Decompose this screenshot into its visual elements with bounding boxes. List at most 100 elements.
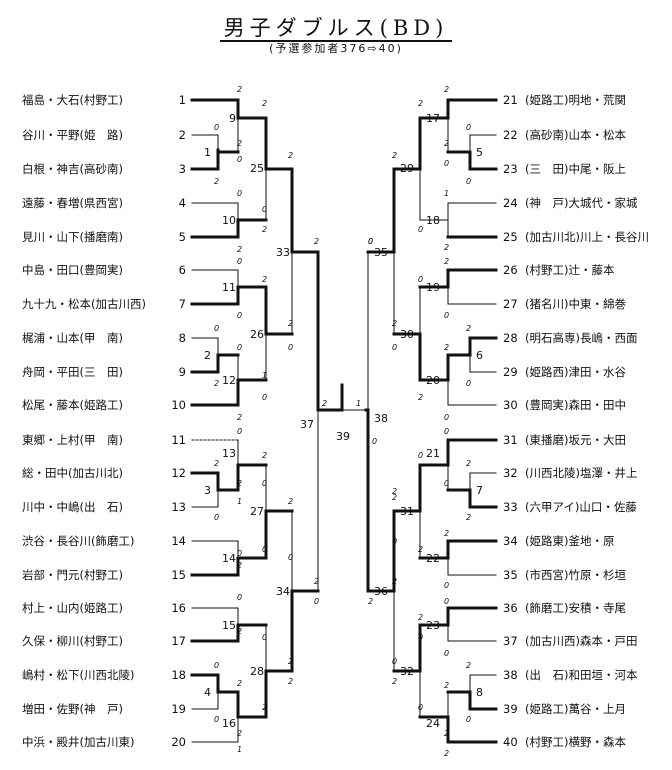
entry-seed: 28 [503, 331, 518, 345]
score: 2 [444, 243, 449, 252]
entry-seed: 15 [171, 568, 186, 582]
match-number: 3 [204, 484, 211, 497]
entry-seed: 22 [503, 128, 518, 142]
entry-seed: 19 [171, 702, 186, 716]
score: 2 [392, 151, 397, 160]
score: 2 [237, 85, 242, 94]
entry-name: (明石高専)長嶋・西面 [525, 331, 638, 345]
match-number: 6 [476, 349, 483, 362]
score: 2 [444, 343, 449, 352]
score: 2 [418, 545, 423, 554]
score: 2 [237, 479, 242, 488]
score: 2 [444, 529, 449, 538]
score: 2 [262, 451, 267, 460]
score: 2 [444, 729, 449, 738]
match-number: 38 [374, 412, 388, 425]
entry-name: (神 戸)大城代・家城 [525, 196, 638, 210]
match-number: 12 [222, 374, 236, 387]
entry-seed: 40 [503, 735, 518, 749]
entry-seed: 31 [503, 433, 518, 447]
score: 0 [288, 343, 293, 352]
match-number: 25 [250, 162, 264, 175]
entry-name: 舟岡・平田(三 田) [22, 365, 123, 379]
score: 0 [262, 479, 267, 488]
score: 2 [262, 275, 267, 284]
score: 2 [418, 613, 423, 622]
entry-name: 中島・田口(豊岡実) [22, 263, 123, 277]
match-number: 32 [400, 665, 414, 678]
score: 0 [237, 427, 242, 436]
score: 2 [392, 319, 397, 328]
match-number: 13 [222, 447, 236, 460]
score: 0 [314, 597, 319, 606]
match-number: 21 [426, 447, 440, 460]
score: 2 [237, 245, 242, 254]
entry-name: (村野工)横野・森本 [525, 735, 626, 749]
entry-seed: 32 [503, 466, 518, 480]
entry-seed: 9 [178, 365, 186, 379]
page-subtitle: (予選参加者376⇨40) [269, 42, 403, 55]
match-number: 26 [250, 328, 264, 341]
match-number: 17 [426, 112, 440, 125]
score: 2 [392, 577, 397, 586]
score: 0 [418, 451, 423, 460]
entry-name: (姫路東)釜地・原 [525, 534, 615, 548]
entry-name: (出 石)和田垣・河本 [525, 668, 638, 682]
score: 2 [214, 177, 219, 186]
score-marks: 2 0 2 0 2 2 2 0 2 0 2 0 2 0 2 0 0 2 0 2 … [214, 85, 471, 758]
score: 0 [444, 413, 449, 422]
entry-seed: 10 [171, 398, 186, 412]
score: 0 [444, 311, 449, 320]
entry-seed: 37 [503, 634, 518, 648]
score: 0 [418, 703, 423, 712]
score: 0 [237, 549, 242, 558]
score: 0 [392, 537, 397, 546]
entry-seed: 24 [503, 196, 518, 210]
score: 0 [466, 177, 471, 186]
score: 0 [237, 155, 242, 164]
entry-name: (猪名川)中東・綿巻 [525, 297, 626, 311]
score: 0 [288, 553, 293, 562]
match-number: 35 [374, 246, 388, 259]
score: 0 [444, 597, 449, 606]
entry-seed: 33 [503, 500, 518, 514]
entry-name: 九十九・松本(加古川西) [22, 297, 146, 311]
entry-seed: 1 [178, 93, 186, 107]
entry-name: (姫路工)明地・荒関 [525, 93, 626, 107]
score: 0 [466, 123, 471, 132]
entry-seed: 3 [178, 162, 186, 176]
entry-name: 村上・山内(姫路工) [22, 601, 123, 615]
score: 0 [214, 123, 219, 132]
score: 0 [214, 324, 219, 333]
score: 0 [237, 189, 242, 198]
score: 1 [356, 399, 361, 408]
entry-seed: 35 [503, 568, 518, 582]
match-number: 1 [204, 146, 211, 159]
score: 0 [262, 393, 267, 402]
match-number: 2 [204, 349, 211, 362]
entry-seed: 6 [178, 263, 186, 277]
score: 0 [392, 657, 397, 666]
entry-name: (豊岡実)森田・田中 [525, 398, 626, 412]
entry-seed: 13 [171, 500, 186, 514]
entry-seed: 17 [171, 634, 186, 648]
entry-name: 岩部・門元(村野工) [22, 568, 123, 582]
match-number: 33 [276, 246, 290, 259]
match-number: 10 [222, 214, 236, 227]
score: 1 [444, 189, 449, 198]
entry-name: 見川・山下(播磨南) [22, 230, 123, 244]
entry-seed: 7 [178, 297, 186, 311]
entry-name: (東播磨)坂元・大田 [525, 433, 626, 447]
score: 0 [368, 237, 373, 246]
entry-seed: 12 [171, 466, 186, 480]
score: 2 [466, 661, 471, 670]
match-number: 37 [300, 418, 314, 431]
entry-name: (三 田)中尾・阪上 [525, 162, 626, 176]
score: 0 [444, 479, 449, 488]
match-number: 20 [426, 374, 440, 387]
score: 0 [368, 237, 373, 246]
match-number: 36 [374, 585, 388, 598]
score: 2 [288, 497, 293, 506]
score: 2 [237, 627, 242, 636]
